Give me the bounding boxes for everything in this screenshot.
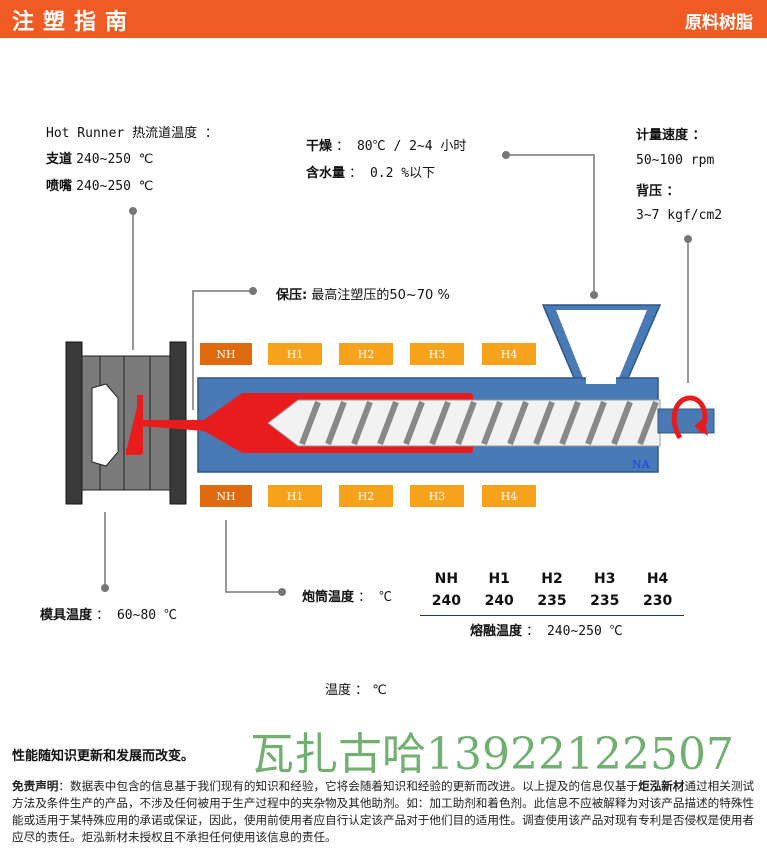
table-header-h4: H4 [646,571,669,587]
drying-leader [506,154,595,295]
barrel-temperature: 炮筒温度 ： ℃ [302,590,392,605]
temperature-line: 温度 ： ℃ [325,683,387,698]
heater-label-bottom-h1: H1 [287,490,304,503]
page-title: 注塑指南 [12,10,137,35]
drying-condition: 干燥 ： 80℃ / 2~4 小时 [306,139,467,154]
header-bar: 注塑指南 原料树脂 [0,0,767,38]
heater-label-top-nh: NH [216,348,235,361]
holding-leader [192,290,253,410]
heater-label-bottom-h2: H2 [358,490,375,503]
metering-speed-value: 50~100 rpm [636,153,715,168]
heater-label-bottom-h4: H4 [501,490,518,503]
heaters-top [200,343,536,365]
table-cell-nh: 240 [431,593,462,609]
metering-speed-label: 计量速度 ： [636,128,706,143]
moisture-content: 含水量 ： 0.2 %以下 [306,166,436,181]
heater-label-top-h3: H3 [429,348,446,361]
table-cell-h2: 235 [537,593,567,609]
heater-label-top-h2: H2 [358,348,375,361]
heaters-bottom [200,485,536,507]
hot-runner-title: Hot Runner 热流道温度 ： [46,126,218,141]
table-cell-h1: 240 [484,593,514,609]
category-label: 原料树脂 [685,13,753,33]
mold-block [65,341,187,505]
rotation-arrow-icon [671,395,708,440]
table-cell-h3: 235 [590,593,620,609]
barrel-leader [225,520,282,593]
mold-temperature: 模具温度 ： 60~80 ℃ [40,608,177,623]
back-pressure-value: 3~7 kgf/cm2 [636,208,723,223]
table-cell-h4: 230 [642,593,673,609]
mold-cavity [91,383,119,467]
heater-label-bottom-h3: H3 [429,490,446,503]
watermark: 瓦扎古哈13922122507 [250,729,734,780]
back-pressure-label: 背压 ： [636,184,680,199]
melt-temperature: 熔融温度 ： 240~250 ℃ [470,624,623,639]
na-label: NA [632,458,651,471]
table-header-h3: H3 [594,571,616,587]
nozzle-temp: 喷嘴 240~250 ℃ [46,179,154,194]
heater-label-top-h4: H4 [501,348,518,361]
table-header-h1: H1 [488,571,510,587]
table-row: 240 240 235 235 230 [420,590,684,612]
barrel-temp-table: NH H1 H2 H3 H4 240 240 235 235 230 [420,568,684,616]
sprue-temp: 支道 240~250 ℃ [46,152,154,167]
screw-flights [299,400,659,446]
table-divider [420,615,684,616]
disclaimer: 免责声明：数据表中包含的信息基于我们现有的知识和经验，它将会随着知识和经验的更新… [12,779,755,844]
heater-label-bottom-nh: NH [216,490,235,503]
holding-pressure: 保压: 最高注塑压的50~70 % [276,288,450,303]
table-header-h2: H2 [541,571,563,587]
table-header-row: NH H1 H2 H3 H4 [420,568,684,590]
heater-label-top-h1: H1 [287,348,304,361]
update-notice: 性能随知识更新和发展而改变。 [12,749,195,764]
table-header-nh: NH [434,571,459,587]
